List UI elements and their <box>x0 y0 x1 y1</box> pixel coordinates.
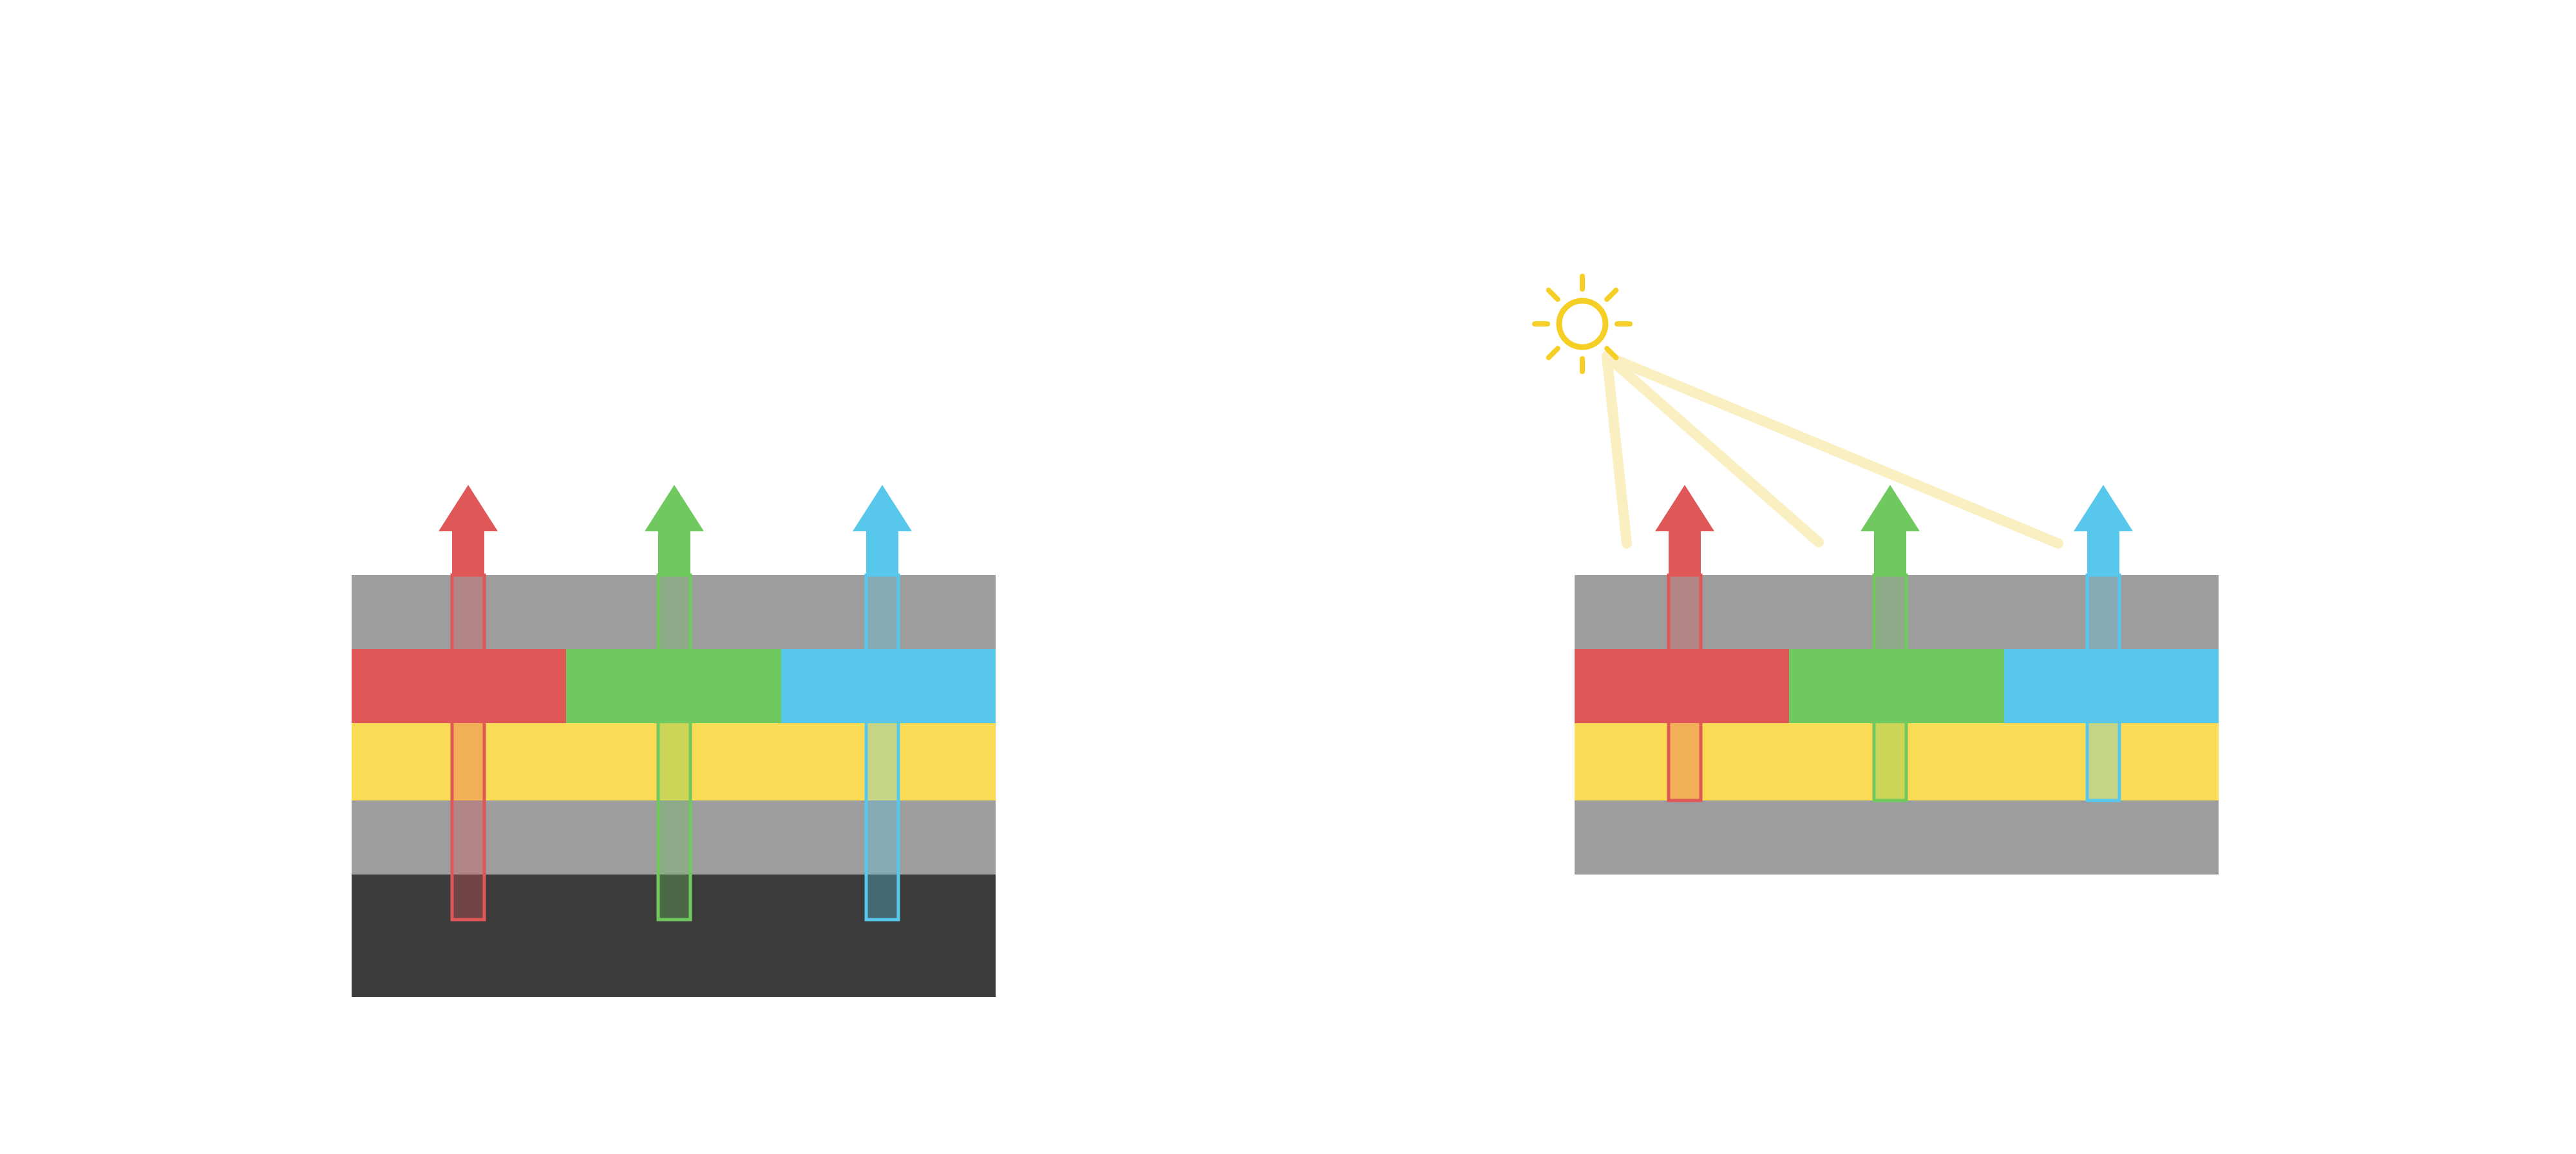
layer-top-gray <box>1575 575 2219 649</box>
layer-color-filter <box>1575 649 2219 723</box>
subpixel-red <box>1575 649 1790 723</box>
red-arrow-head <box>439 485 498 575</box>
subpixel-green <box>1789 649 2004 723</box>
subpixel-green <box>566 649 781 723</box>
sunlight-beam-2 <box>1602 351 1824 547</box>
layer-backlight-dark <box>352 875 996 997</box>
figure-reflective-display <box>1532 274 2219 875</box>
layer-bottom-gray <box>352 800 996 875</box>
layer-yellow <box>1575 723 2219 800</box>
sunlight-beam-3 <box>1602 351 2063 549</box>
blue-arrow-head <box>853 485 912 575</box>
sun-icon <box>1532 274 1633 374</box>
layer-color-filter <box>352 649 996 723</box>
layer-yellow <box>352 723 996 800</box>
subpixel-blue <box>2003 649 2219 723</box>
subpixel-blue <box>781 649 996 723</box>
figure-emissive-display <box>352 485 996 997</box>
red-arrow-head <box>1655 485 1714 575</box>
sunlight-beam-1 <box>1602 351 1632 549</box>
layer-bottom-gray <box>1575 800 2219 875</box>
blue-arrow-head <box>2074 485 2133 575</box>
layer-top-gray <box>352 575 996 649</box>
green-arrow-head <box>1861 485 1920 575</box>
subpixel-red <box>352 649 567 723</box>
green-arrow-head <box>645 485 704 575</box>
